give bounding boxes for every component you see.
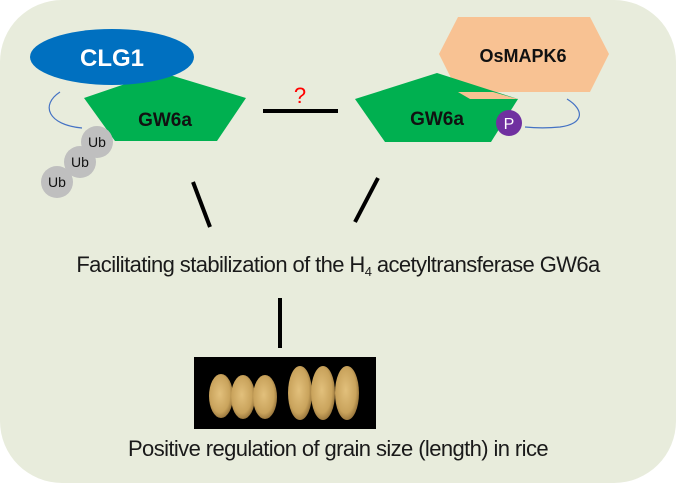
grain-4 <box>288 366 312 420</box>
ubiquitin-2 <box>64 146 96 178</box>
right-convergence-line <box>353 177 380 223</box>
osmapk6-shape <box>439 17 609 92</box>
grain-1 <box>209 374 233 418</box>
gw6a-right-shape <box>355 73 518 142</box>
clg1-label: CLG1 <box>80 45 144 72</box>
interaction-question-mark: ? <box>294 83 306 108</box>
rice-grains <box>209 366 359 420</box>
grain-5 <box>311 366 335 420</box>
ubiquitin-3 <box>41 166 73 198</box>
gw6a-right-label: GW6a <box>410 109 464 130</box>
ubiquitin-chain: Ub Ub Ub <box>41 126 113 198</box>
left-convergence-line <box>191 181 212 228</box>
phospho-site <box>496 110 522 136</box>
grain-2 <box>231 375 255 419</box>
osmapk6-label: OsMAPK6 <box>479 46 566 66</box>
caption-text-post: acetyltransferase GW6a <box>371 252 600 277</box>
grain-6 <box>335 366 359 420</box>
caption-text-pre: Facilitating stabilization of the H <box>76 252 365 277</box>
phenotype-caption: Positive regulation of grain size (lengt… <box>127 436 549 461</box>
ubiquitin-1-label: Ub <box>88 134 106 150</box>
osmapk6-overlap <box>458 92 518 99</box>
phospho-connector <box>524 98 580 129</box>
clg1-ub-connector <box>48 91 83 129</box>
grain-3 <box>253 375 277 419</box>
caption-subscript: 4 <box>364 264 372 279</box>
stabilization-caption: Facilitating stabilization of the H4 ace… <box>0 252 676 279</box>
ubiquitin-2-label: Ub <box>71 154 89 170</box>
gw6a-left-shape <box>84 72 246 141</box>
clg1-shape <box>30 29 194 85</box>
phospho-label: P <box>504 116 515 133</box>
ubiquitin-3-label: Ub <box>48 174 66 190</box>
gw6a-left-label: GW6a <box>138 110 192 131</box>
rice-grain-photo <box>194 357 376 429</box>
